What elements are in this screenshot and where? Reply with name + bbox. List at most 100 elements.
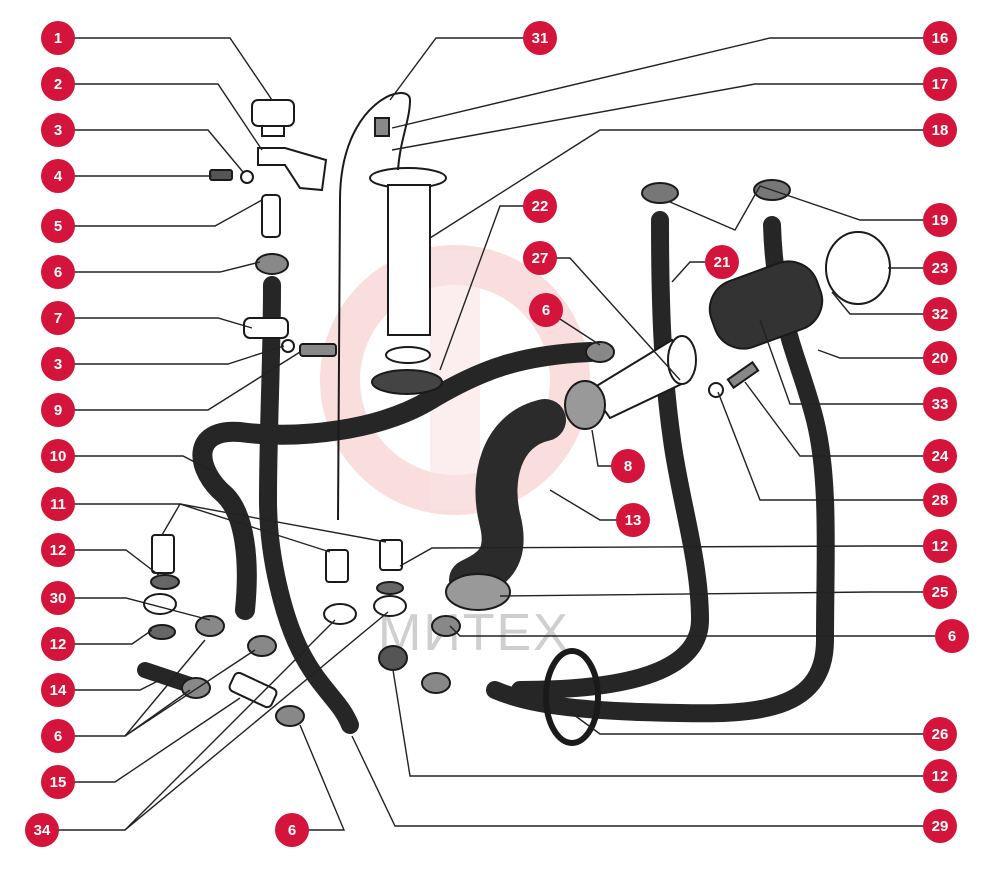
hose-21 bbox=[511, 211, 710, 699]
washer-part-3 bbox=[240, 170, 254, 184]
svg-text:9: 9 bbox=[54, 402, 62, 419]
svg-text:6: 6 bbox=[948, 628, 956, 645]
svg-text:19: 19 bbox=[932, 212, 949, 229]
washer-part-28 bbox=[708, 382, 724, 398]
svg-text:28: 28 bbox=[932, 492, 949, 509]
callout-12a: 12 bbox=[41, 533, 75, 567]
clamp-part-6-left1 bbox=[195, 615, 225, 637]
svg-text:34: 34 bbox=[34, 822, 51, 839]
bolt-part-11a bbox=[151, 534, 175, 574]
callout-30: 30 bbox=[41, 581, 75, 615]
callout-6b: 6 bbox=[41, 719, 75, 753]
washer-part-12c bbox=[376, 581, 404, 595]
hose-20 bbox=[486, 216, 835, 723]
callout-3b: 3 bbox=[41, 347, 75, 381]
callout-7: 7 bbox=[41, 301, 75, 335]
svg-text:7: 7 bbox=[54, 310, 62, 327]
callout-27: 27 bbox=[523, 241, 557, 275]
svg-text:10: 10 bbox=[50, 448, 67, 465]
components bbox=[143, 92, 891, 746]
screw-part-17 bbox=[374, 117, 390, 137]
callout-29: 29 bbox=[923, 809, 957, 843]
svg-text:16: 16 bbox=[932, 30, 949, 47]
callout-6d: 6 bbox=[529, 293, 563, 327]
svg-text:6: 6 bbox=[542, 302, 550, 319]
callout-32: 32 bbox=[923, 297, 957, 331]
svg-text:27: 27 bbox=[532, 250, 549, 267]
callout-24: 24 bbox=[923, 439, 957, 473]
svg-text:29: 29 bbox=[932, 818, 949, 835]
clamp-part-25 bbox=[445, 573, 511, 611]
svg-text:6: 6 bbox=[54, 264, 62, 281]
seal-part-22 bbox=[371, 369, 443, 395]
callout-23: 23 bbox=[923, 251, 957, 285]
svg-text:1: 1 bbox=[54, 30, 62, 47]
banjo-part-34b bbox=[373, 595, 407, 617]
callout-9: 9 bbox=[41, 393, 75, 427]
callout-8: 8 bbox=[611, 449, 645, 483]
callout-21: 21 bbox=[705, 245, 739, 279]
callout-16: 16 bbox=[923, 21, 957, 55]
screw-part-4 bbox=[209, 169, 233, 181]
gauge-tube-part-18 bbox=[387, 184, 431, 336]
svg-text:22: 22 bbox=[532, 198, 549, 215]
svg-text:23: 23 bbox=[932, 260, 949, 277]
callout-15: 15 bbox=[41, 765, 75, 799]
svg-text:30: 30 bbox=[50, 590, 67, 607]
callout-10: 10 bbox=[41, 439, 75, 473]
svg-text:14: 14 bbox=[50, 682, 67, 699]
clamp-part-6-mid bbox=[585, 341, 615, 363]
callout-2: 2 bbox=[41, 67, 75, 101]
callout-12d: 12 bbox=[923, 759, 957, 793]
leader-lines bbox=[58, 37, 940, 831]
svg-text:21: 21 bbox=[714, 254, 731, 271]
hose-left-vertical bbox=[258, 276, 359, 734]
callout-22: 22 bbox=[523, 189, 557, 223]
bracket-part-2 bbox=[257, 147, 328, 192]
bolt-part-24 bbox=[726, 360, 760, 390]
gauge-spring bbox=[385, 346, 431, 364]
washer-part-12d bbox=[378, 645, 408, 671]
svg-text:2: 2 bbox=[54, 76, 62, 93]
bolt-part-11c bbox=[379, 539, 403, 571]
clamp-part-19a bbox=[641, 182, 679, 204]
callout-6e: 6 bbox=[935, 619, 969, 653]
fitting-part-5 bbox=[261, 194, 281, 238]
bolt-part-9 bbox=[299, 343, 337, 357]
clamp-part-6-top bbox=[255, 253, 289, 275]
callout-18: 18 bbox=[923, 113, 957, 147]
callout-11: 11 bbox=[41, 487, 75, 521]
svg-text:12: 12 bbox=[50, 542, 67, 559]
hose-14 bbox=[137, 662, 198, 693]
svg-text:4: 4 bbox=[54, 168, 63, 185]
clip-part-7 bbox=[243, 317, 289, 339]
callout-3a: 3 bbox=[41, 113, 75, 147]
callout-12c: 12 bbox=[923, 529, 957, 563]
hose-upper-loop bbox=[192, 342, 600, 620]
svg-text:32: 32 bbox=[932, 306, 949, 323]
svg-text:6: 6 bbox=[288, 822, 296, 839]
callouts: 1 2 3 4 5 6 7 3 9 10 11 12 30 12 14 6 15… bbox=[25, 21, 969, 847]
wire-part-31 bbox=[337, 92, 412, 521]
svg-text:8: 8 bbox=[624, 458, 632, 475]
hose-13 bbox=[449, 399, 566, 601]
callout-19: 19 bbox=[923, 203, 957, 237]
callout-25: 25 bbox=[923, 575, 957, 609]
svg-text:3: 3 bbox=[54, 122, 62, 139]
callout-1: 1 bbox=[41, 21, 75, 55]
svg-text:31: 31 bbox=[532, 30, 549, 47]
clamp-part-6-bottom bbox=[275, 705, 305, 727]
svg-text:18: 18 bbox=[932, 122, 949, 139]
watermark-text: МИТЕХ bbox=[378, 604, 570, 662]
callout-26: 26 bbox=[923, 717, 957, 751]
washer-part-12a bbox=[150, 574, 180, 590]
svg-text:15: 15 bbox=[50, 774, 67, 791]
callout-33: 33 bbox=[923, 387, 957, 421]
callout-13: 13 bbox=[616, 503, 650, 537]
bolt-part-11b bbox=[325, 549, 349, 583]
svg-text:5: 5 bbox=[54, 218, 62, 235]
svg-text:33: 33 bbox=[932, 396, 949, 413]
svg-text:24: 24 bbox=[932, 448, 949, 465]
callout-34: 34 bbox=[25, 813, 59, 847]
